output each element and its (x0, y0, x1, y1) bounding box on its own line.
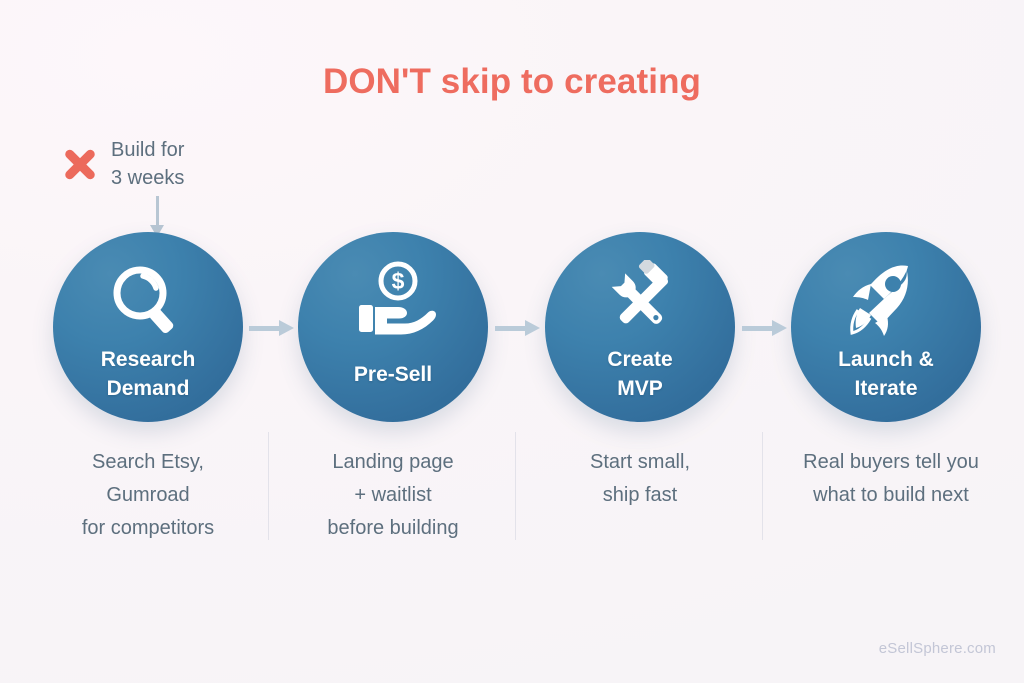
step-caption: Search Etsy, Gumroad for competitors (33, 446, 263, 545)
step-label-line-1: Pre-Sell (353, 363, 433, 386)
caption-line-1: Landing page (332, 451, 454, 473)
step-label-line-2: Iterate (854, 377, 918, 400)
step-label-line-2: Demand (106, 377, 190, 400)
step-circle-pre-sell[interactable]: $ Pre-Sell (298, 232, 488, 422)
arrow-right-icon (495, 318, 547, 338)
caption-line-1: Real buyers tell you (803, 451, 979, 473)
caption-line-3: for competitors (81, 517, 215, 539)
warning-text: Build for 3 weeks (111, 136, 261, 192)
caption-line-2: what to build next (813, 484, 969, 506)
caption-line-2: ship fast (602, 484, 678, 506)
caption-line-2: Gumroad (106, 484, 190, 506)
caption-line-1: Search Etsy, (92, 451, 204, 473)
step-label-line-1: Launch & (838, 348, 934, 371)
hammer-wrench-icon (592, 260, 688, 342)
step-label-line-1: Create (607, 348, 673, 371)
step-circle-research-demand[interactable]: Research Demand (53, 232, 243, 422)
warning-line-1: Build for (111, 139, 185, 161)
site-watermark: eSellSphere.com (878, 640, 996, 657)
step-label: Create MVP (545, 345, 735, 403)
svg-text:$: $ (392, 268, 405, 294)
warning-annotation: Build for 3 weeks (58, 136, 268, 237)
warning-line-2: 3 weeks (111, 167, 185, 189)
magnifying-glass-icon (100, 260, 196, 342)
step-label-line-2: MVP (617, 377, 663, 400)
step-caption: Landing page + waitlist before building (278, 446, 508, 545)
step-caption: Start small, ship fast (525, 446, 755, 512)
arrow-right-icon (249, 318, 301, 338)
caption-divider (268, 432, 269, 540)
rocket-icon (838, 260, 934, 342)
caption-divider (515, 432, 516, 540)
step-label: Pre-Sell (298, 360, 488, 389)
caption-line-2: + waitlist (354, 484, 432, 506)
step-circle-launch-iterate[interactable]: Launch & Iterate (791, 232, 981, 422)
step-label: Launch & Iterate (791, 345, 981, 403)
page-title: DON'T skip to creating (322, 62, 702, 101)
step-circle-create-mvp[interactable]: Create MVP (545, 232, 735, 422)
step-label: Research Demand (53, 345, 243, 403)
step-caption: Real buyers tell you what to build next (766, 446, 1016, 512)
x-mark-icon (58, 142, 102, 186)
arrow-right-icon (742, 318, 794, 338)
step-label-line-1: Research (100, 348, 196, 371)
caption-divider (762, 432, 763, 540)
caption-line-1: Start small, (589, 451, 691, 473)
hand-holding-coin-icon: $ (345, 260, 441, 342)
caption-line-3: before building (327, 517, 459, 539)
